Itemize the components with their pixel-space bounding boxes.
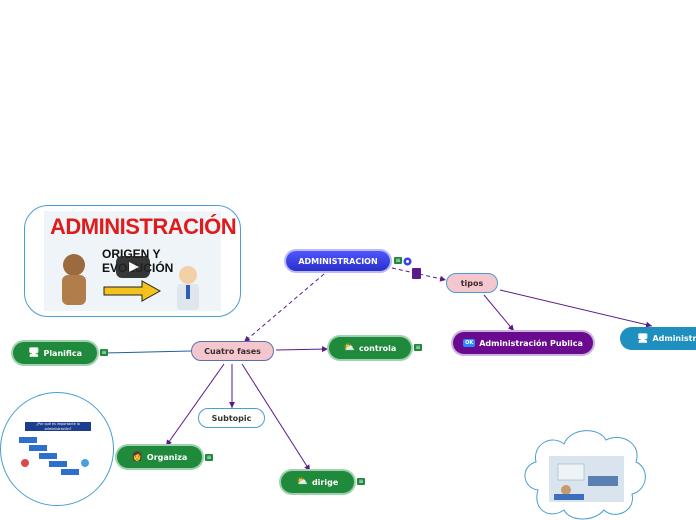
play-icon[interactable] (116, 256, 150, 278)
infographic-steps (19, 437, 89, 475)
node-tipos[interactable]: tipos (446, 273, 498, 293)
monitor-icon: 🖥 (637, 333, 649, 344)
note-icon[interactable] (394, 257, 402, 264)
node-administra-label: Administra (652, 334, 696, 343)
connector-cuatro-controla (275, 346, 329, 353)
root-node-administracion[interactable]: ADMINISTRACION (286, 251, 390, 271)
connector-tipos-admin (499, 289, 653, 328)
cloud-icon: ⛅ (296, 477, 308, 487)
person-icon: 👩 (131, 452, 143, 462)
connector-relation-marker (412, 268, 421, 279)
node-controla[interactable]: ⛅ controla (329, 337, 411, 359)
connector-cuatro-dirige (241, 363, 311, 472)
node-subtopic-label: Subtopic (211, 413, 252, 423)
connector-root-tipos (391, 267, 447, 282)
node-subtopic[interactable]: Subtopic (198, 408, 265, 428)
monitor-icon: 🖥 (28, 348, 40, 358)
node-dirige-label: dirige (311, 477, 339, 487)
node-planifica[interactable]: 🖥 Planifica (13, 342, 97, 364)
node-cuatro-fases-label: Cuatro fases (204, 346, 261, 356)
node-organiza[interactable]: 👩 Organiza (117, 446, 202, 468)
connector-root-cuatro (243, 273, 325, 343)
connector-cuatro-planifica (103, 350, 192, 354)
note-icon[interactable] (357, 478, 365, 485)
root-node-label: ADMINISTRACION (298, 256, 378, 266)
node-administracion-publica[interactable]: OK Administración Publica (453, 332, 593, 354)
caveman-figure (62, 254, 86, 305)
node-controla-label: controla (358, 343, 397, 353)
video-embed[interactable]: ADMINISTRACIÓN ORIGEN Y EVOLUCIÓN (24, 205, 241, 317)
arrow-graphic (103, 280, 162, 302)
circle-infographic-image: ¿Por qué es importante la administración… (0, 392, 114, 506)
infographic-caption: ¿Por qué es importante la administración… (25, 422, 91, 431)
node-administracion-publica-label: Administración Publica (479, 338, 583, 348)
cloud-image (524, 430, 646, 520)
node-dirige[interactable]: ⛅ dirige (281, 471, 354, 493)
note-icon[interactable] (100, 349, 108, 356)
video-title-line1: ADMINISTRACIÓN (50, 214, 237, 239)
node-organiza-label: Organiza (146, 452, 188, 462)
connector-cuatro-organiza (165, 363, 225, 447)
note-icon[interactable] (414, 344, 422, 351)
ok-badge-icon: OK (463, 339, 476, 347)
node-tipos-label: tipos (460, 278, 484, 288)
link-icon[interactable] (403, 257, 412, 266)
node-cuatro-fases[interactable]: Cuatro fases (191, 341, 274, 361)
note-icon[interactable] (205, 454, 213, 461)
video-thumbnail: ADMINISTRACIÓN ORIGEN Y EVOLUCIÓN (44, 211, 237, 311)
cloud-icon: ⛅ (343, 343, 355, 353)
connector-tipos-publica (483, 294, 515, 332)
node-administra-cut[interactable]: 🖥 Administra (620, 327, 696, 350)
node-planifica-label: Planifica (43, 348, 82, 358)
businessman-figure (177, 266, 199, 310)
